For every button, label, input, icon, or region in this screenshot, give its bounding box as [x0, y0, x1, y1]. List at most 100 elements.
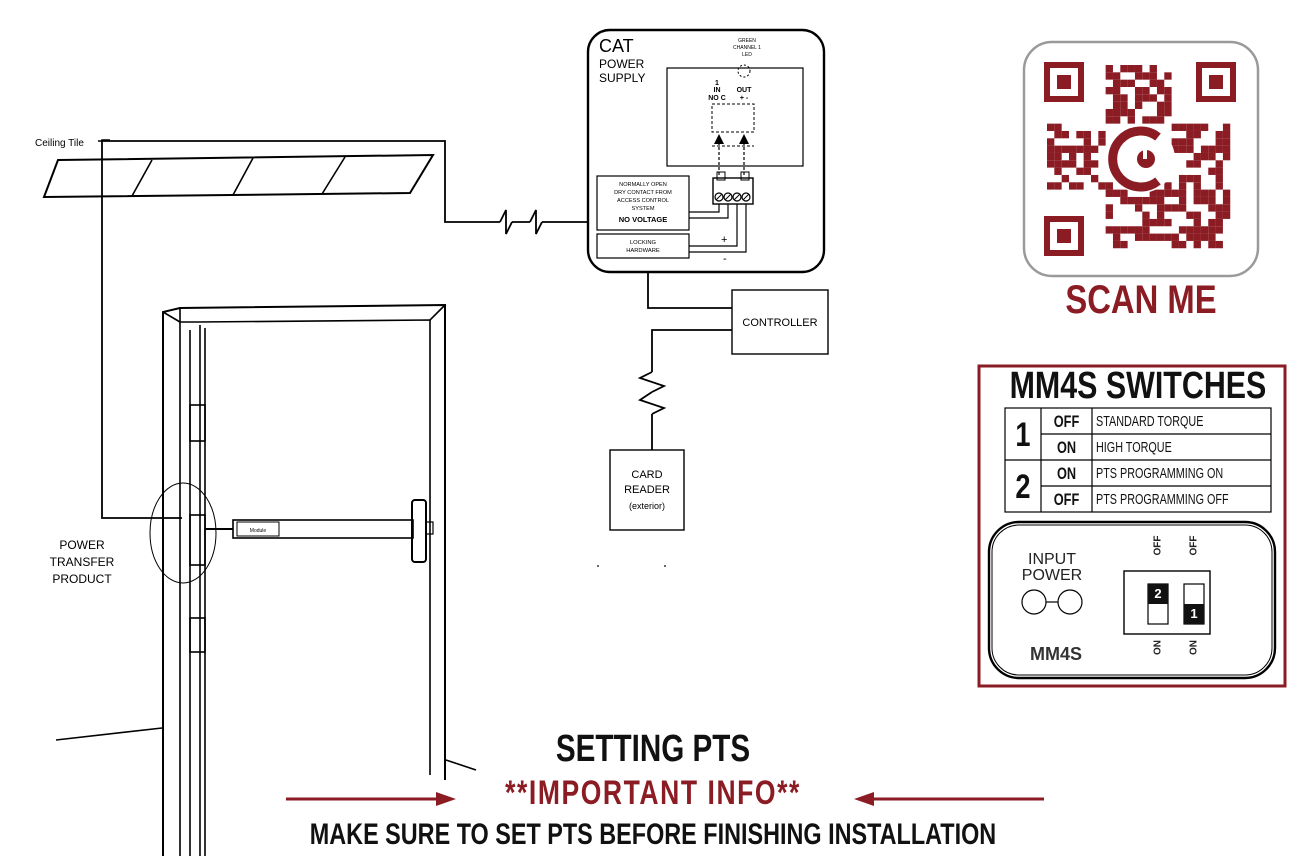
dip-off-label-2: OFF	[1152, 535, 1164, 556]
svg-text:SYSTEM: SYSTEM	[631, 206, 654, 212]
qr-module	[1215, 211, 1223, 219]
qr-module	[1156, 204, 1165, 212]
qr-module	[1208, 189, 1216, 197]
qr-module	[1112, 79, 1121, 87]
qr-module	[1156, 116, 1165, 124]
qr-module	[1105, 86, 1113, 95]
locking-hardware-text: LOCKING HARDWARE	[626, 240, 660, 254]
svg-text:LOCKING: LOCKING	[630, 240, 657, 246]
qr-module	[1076, 130, 1084, 139]
dip-off-label-1: OFF	[1188, 535, 1200, 556]
qr-module	[1120, 196, 1128, 205]
qr-module	[1127, 79, 1135, 87]
mm4s-switches-panel	[977, 364, 1287, 688]
qr-module	[1149, 218, 1157, 227]
qr-module	[1054, 182, 1062, 190]
qr-module	[1171, 233, 1179, 241]
qr-module	[1142, 94, 1150, 102]
svg-text:1: 1	[715, 80, 719, 87]
qr-module	[1054, 160, 1062, 168]
qr-module	[1061, 174, 1069, 183]
qr-module	[1127, 116, 1135, 124]
qr-module	[1068, 145, 1077, 153]
switch-state: OFF	[1053, 412, 1080, 431]
qr-module	[1164, 72, 1172, 80]
qr-module	[1112, 116, 1121, 124]
qr-module	[1054, 167, 1062, 175]
switch-desc: STANDARD TORQUE	[1096, 413, 1204, 430]
dip-on-label-2: ON	[1152, 640, 1164, 655]
plus-label: +	[721, 234, 727, 246]
qr-module	[1134, 65, 1143, 73]
board-model-label: MM4S	[1029, 644, 1082, 664]
qr-module	[1208, 145, 1216, 153]
qr-module	[1200, 226, 1209, 234]
qr-module	[1120, 240, 1128, 249]
qr-module	[1186, 174, 1194, 183]
svg-text:CHANNEL 1: CHANNEL 1	[733, 45, 761, 51]
qr-module	[1186, 226, 1194, 234]
qr-module	[1112, 240, 1121, 249]
qr-module	[1047, 145, 1055, 153]
qr-module	[1171, 204, 1179, 212]
qr-module	[1112, 86, 1121, 95]
switch-desc: PTS PROGRAMMING ON	[1096, 465, 1224, 482]
dip-number-2: 2	[1154, 586, 1162, 601]
qr-module	[1061, 160, 1069, 168]
qr-module	[1134, 94, 1143, 102]
qr-module	[1178, 174, 1187, 183]
qr-module	[1127, 226, 1135, 234]
module-box	[236, 521, 280, 537]
qr-module	[1164, 101, 1172, 109]
qr-module	[1164, 189, 1172, 197]
ceiling-tile	[42, 153, 435, 199]
svg-text:HARDWARE: HARDWARE	[626, 248, 660, 254]
scan-me-caption: SCAN ME	[1065, 278, 1217, 322]
switch-number-2: 2	[1015, 468, 1031, 506]
qr-module	[1149, 94, 1157, 102]
important-info: **IMPORTANT INFO**	[505, 774, 801, 812]
controller-label: CONTROLLER	[742, 317, 817, 329]
qr-module	[1193, 174, 1201, 183]
qr-module	[1134, 226, 1143, 234]
qr-module	[1120, 226, 1128, 234]
qr-module	[1054, 130, 1062, 139]
qr-module	[1112, 226, 1121, 234]
switch-state: OFF	[1053, 490, 1080, 509]
qr-module	[1171, 189, 1179, 197]
ceiling-tile-label: Ceiling Tile	[35, 138, 84, 149]
qr-module	[1090, 145, 1099, 153]
qr-module	[1164, 233, 1172, 241]
led-label: GREEN CHANNEL 1 LED	[733, 38, 761, 58]
qr-module	[1047, 160, 1055, 168]
qr-module	[1061, 130, 1069, 139]
qr-module	[1193, 218, 1201, 227]
led-icon	[737, 64, 751, 78]
qr-module	[1186, 160, 1194, 168]
qr-module	[1047, 152, 1055, 161]
terminal-labels: 1 IN NO C OUT + -	[708, 80, 752, 102]
qr-module	[1047, 123, 1055, 131]
switches-title: MM4S SWITCHES	[1009, 365, 1267, 407]
svg-text:TRANSFER: TRANSFER	[50, 555, 115, 569]
logo-icon	[1108, 126, 1161, 192]
qr-code-icon[interactable]	[1022, 40, 1260, 278]
door-illustration	[42, 139, 477, 856]
qr-module	[1200, 233, 1209, 241]
qr-module	[1178, 226, 1187, 234]
qr-module	[1098, 138, 1106, 146]
svg-text:NO C: NO C	[708, 95, 726, 102]
setting-pts-title: SETTING PTS	[555, 728, 751, 770]
qr-module	[1193, 182, 1201, 190]
qr-module	[1200, 145, 1209, 153]
qr-module	[1156, 211, 1165, 219]
qr-module	[1120, 101, 1128, 109]
wiring	[102, 140, 732, 450]
qr-module	[1149, 65, 1157, 73]
qr-module	[1215, 182, 1223, 190]
qr-module	[1127, 196, 1135, 205]
qr-module	[1149, 116, 1157, 124]
qr-module	[1178, 189, 1187, 197]
qr-module	[1200, 196, 1209, 205]
